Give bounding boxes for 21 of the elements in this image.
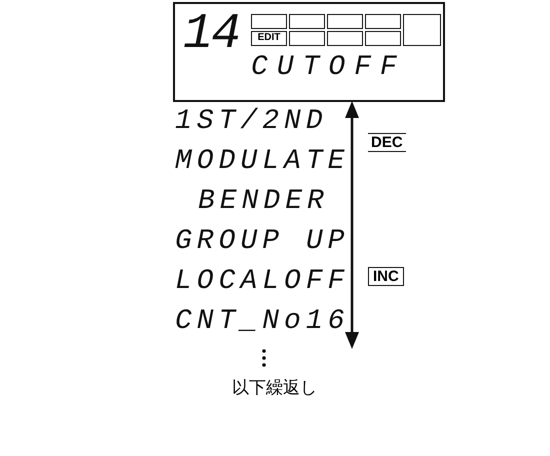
menu-option: BENDER [198, 186, 329, 218]
indicator-segment [251, 14, 287, 29]
indicator-segment [365, 31, 401, 46]
indicator-segment [403, 14, 441, 46]
note-text: 以下繰返し [232, 377, 317, 399]
menu-option: 1ST/2ND [175, 106, 328, 138]
parameter-name: CUTOFF [251, 52, 406, 84]
indicator-segment [327, 31, 363, 46]
key-label: INC [368, 267, 404, 286]
menu-option: CNT_No16 [175, 306, 350, 338]
key-label: DEC [368, 133, 406, 152]
menu-option: MODULATE [175, 146, 350, 178]
menu-option: GROUP UP [175, 226, 350, 258]
segment-number: 14 [183, 8, 240, 62]
indicator-segment [365, 14, 401, 29]
indicator-segment [289, 14, 325, 29]
indicator-segment [327, 14, 363, 29]
indicator-segment [289, 31, 325, 46]
lcd-display [173, 2, 445, 102]
menu-option: LOCALOFF [175, 266, 350, 298]
indicator-label: EDIT [251, 31, 287, 46]
